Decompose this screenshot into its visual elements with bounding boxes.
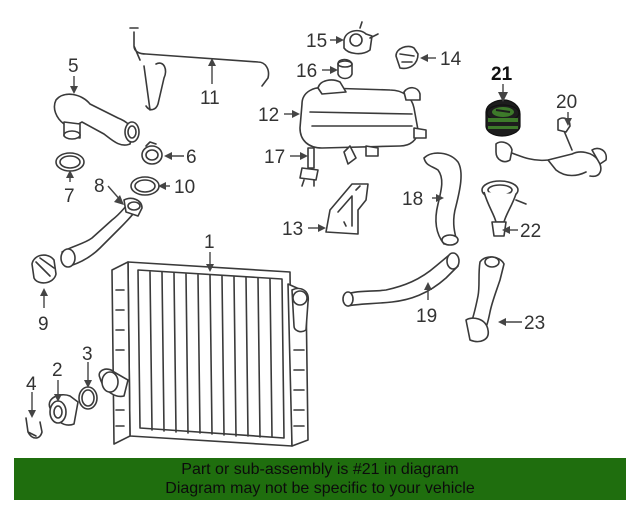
callout-8: 8	[94, 176, 105, 197]
part-cap-9[interactable]	[31, 254, 57, 284]
callout-15: 15	[306, 31, 327, 52]
part-sensor-17[interactable]	[299, 147, 319, 187]
callout-7: 7	[64, 186, 75, 207]
callout-3: 3	[82, 344, 93, 365]
callout-12: 12	[258, 105, 279, 126]
part-cap-14[interactable]	[395, 45, 419, 70]
part-sensor-15[interactable]	[343, 21, 379, 55]
callout-6: 6	[186, 147, 197, 168]
part-radiator[interactable]	[98, 261, 310, 447]
part-filler-neck-22[interactable]	[481, 180, 527, 237]
part-pipe-20[interactable]	[495, 117, 608, 178]
part-hose-8[interactable]	[60, 197, 143, 268]
part-oring-3[interactable]	[78, 386, 98, 410]
part-hose-18[interactable]	[423, 152, 462, 246]
callout-13: 13	[282, 219, 303, 240]
callout-10: 10	[174, 177, 195, 198]
banner-line-2: Diagram may not be specific to your vehi…	[165, 480, 475, 497]
part-hose-19[interactable]	[342, 252, 460, 307]
callout-4: 4	[26, 374, 37, 395]
callout-14: 14	[440, 49, 462, 70]
part-hose-11[interactable]	[129, 27, 270, 111]
part-cap-21-highlighted[interactable]	[485, 99, 521, 137]
callout-9: 9	[38, 314, 49, 335]
callout-22: 22	[520, 221, 541, 242]
part-clip-4[interactable]	[25, 417, 43, 439]
part-adapter-2[interactable]	[48, 393, 79, 426]
callout-5: 5	[68, 56, 79, 77]
callout-leaders	[28, 36, 572, 418]
callout-19: 19	[416, 306, 437, 327]
part-bracket-13[interactable]	[325, 183, 369, 235]
callout-11: 11	[200, 88, 220, 109]
callout-20: 20	[556, 92, 577, 113]
callout-18: 18	[402, 189, 423, 210]
callout-labels: 1 2 3 4 5 6 7 8 9 10 11 12 13 14 15 16 1…	[26, 31, 577, 395]
part-ring-7[interactable]	[55, 152, 85, 172]
part-hose-23[interactable]	[465, 256, 505, 343]
info-banner: Part or sub-assembly is #21 in diagram D…	[14, 458, 626, 500]
callout-2: 2	[52, 360, 63, 381]
part-hose-5[interactable]	[53, 93, 140, 146]
part-clamp-6[interactable]	[141, 141, 163, 165]
part-tank-12[interactable]	[299, 79, 427, 165]
banner-line-1: Part or sub-assembly is #21 in diagram	[181, 461, 459, 478]
callout-17: 17	[264, 147, 285, 168]
callout-21: 21	[491, 64, 513, 85]
callout-1: 1	[204, 232, 215, 253]
parts-diagram: 1 2 3 4 5 6 7 8 9 10 11 12 13 14 15 16 1…	[25, 21, 608, 447]
part-ring-10[interactable]	[130, 176, 160, 196]
callout-16: 16	[296, 61, 317, 82]
callout-23: 23	[524, 313, 545, 334]
part-plug-16[interactable]	[337, 58, 353, 80]
